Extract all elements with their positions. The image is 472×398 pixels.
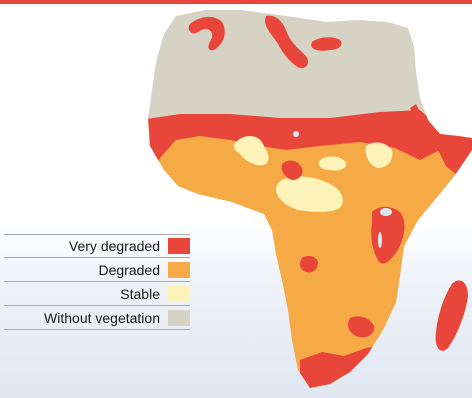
red-sea-coast bbox=[410, 104, 420, 116]
legend-swatch bbox=[168, 285, 190, 302]
legend-item-very-degraded: Very degraded bbox=[4, 234, 190, 258]
legend-label: Very degraded bbox=[68, 238, 160, 254]
map-legend: Very degraded Degraded Stable Without ve… bbox=[4, 234, 190, 330]
legend-item-degraded: Degraded bbox=[4, 258, 190, 282]
lake-victoria bbox=[380, 208, 392, 216]
stable-patch-central bbox=[276, 176, 343, 212]
stable-patch-chad bbox=[318, 156, 347, 171]
legend-swatch bbox=[168, 261, 190, 278]
legend-label: Stable bbox=[120, 285, 160, 302]
sahel-very-degraded bbox=[148, 110, 440, 186]
legend-item-without-vegetation: Without vegetation bbox=[4, 306, 190, 330]
algeria-tunisia-very-degraded bbox=[265, 15, 309, 69]
very-degraded-mozambique bbox=[348, 316, 375, 338]
stable-patch-sudan bbox=[365, 142, 393, 168]
morocco-very-degraded bbox=[188, 16, 225, 51]
legend-label: Degraded bbox=[98, 261, 161, 278]
legend-swatch bbox=[168, 238, 190, 254]
lake-tanganyika bbox=[378, 232, 382, 248]
lake-chad bbox=[293, 131, 299, 137]
libya-very-degraded bbox=[311, 37, 342, 51]
legend-swatch bbox=[168, 309, 190, 326]
legend-item-stable: Stable bbox=[4, 282, 190, 306]
very-degraded-cameroon bbox=[299, 255, 318, 273]
legend-label: Without vegetation bbox=[44, 309, 160, 326]
stable-patch-west bbox=[233, 136, 269, 166]
very-degraded-nigeria bbox=[281, 160, 303, 180]
top-rule bbox=[0, 0, 472, 4]
madagascar bbox=[435, 280, 468, 351]
very-degraded-tanzania bbox=[371, 206, 405, 264]
